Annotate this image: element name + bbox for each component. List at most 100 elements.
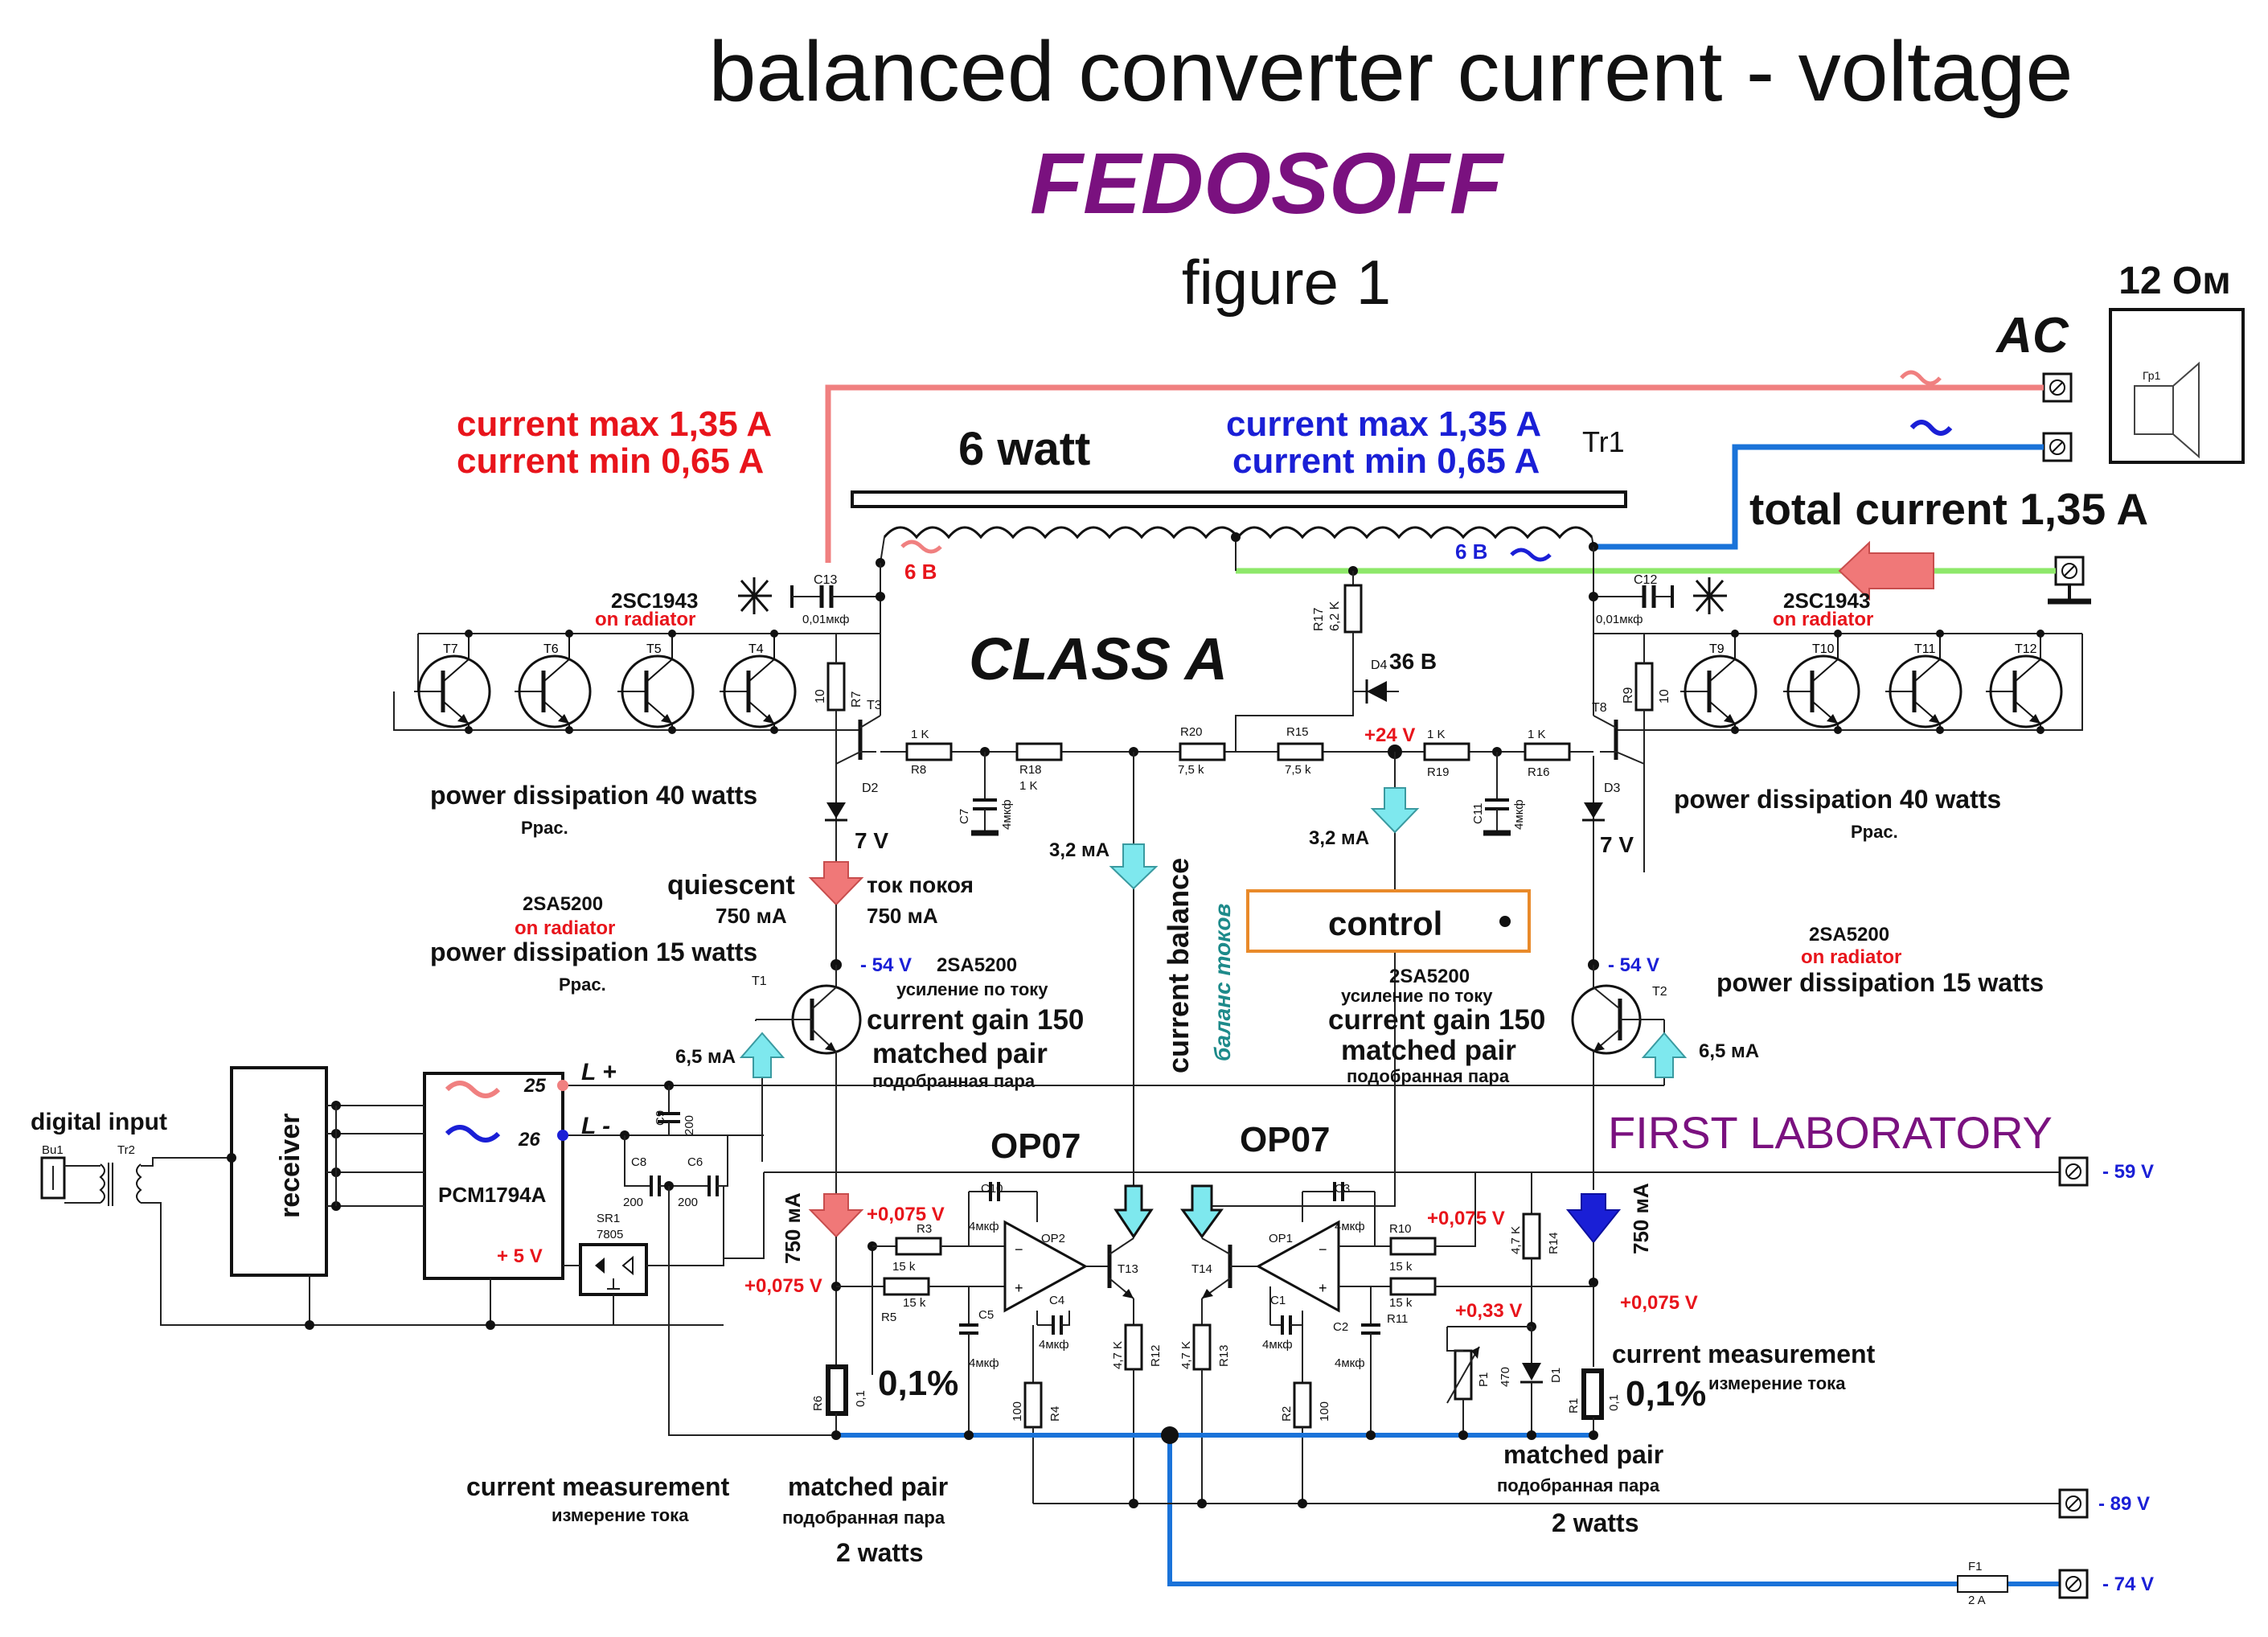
resistor-r8 bbox=[905, 742, 953, 761]
right-measure-pair-ru: подобранная пара bbox=[1497, 1475, 1660, 1495]
speaker-icon bbox=[2134, 361, 2200, 459]
t10-label: T10 bbox=[1812, 642, 1835, 656]
resistor-r1 bbox=[1581, 1368, 1604, 1420]
transformer-ref: Tr1 bbox=[1582, 425, 1625, 458]
class-a-label: CLASS A bbox=[969, 626, 1228, 692]
r4-value: 100 bbox=[1011, 1401, 1024, 1422]
left-dissipation-40: power dissipation 40 watts bbox=[430, 781, 757, 810]
c2-label: C2 bbox=[1333, 1320, 1348, 1334]
ac-output-label: AC bbox=[1995, 308, 2069, 363]
transistor-t10: T10 bbox=[1783, 630, 1860, 734]
resistor-r16 bbox=[1524, 742, 1571, 761]
d1-label: D1 bbox=[1549, 1368, 1563, 1383]
v-minus54-right: - 54 V bbox=[1608, 954, 1659, 976]
c10-value: 4мкф bbox=[969, 1220, 999, 1233]
c7-value: 4мкф bbox=[1000, 799, 1014, 830]
r12-value: 4,7 K bbox=[1111, 1341, 1125, 1369]
t8-label: T8 bbox=[1592, 701, 1607, 715]
bus-node bbox=[1161, 1426, 1179, 1444]
c11-value: 4мкф bbox=[1512, 799, 1526, 830]
pin-26-dot bbox=[557, 1130, 568, 1141]
r6-value: 0,1 bbox=[854, 1390, 867, 1407]
supply-plus24: +24 V bbox=[1364, 724, 1415, 746]
capacitor-c13 bbox=[790, 585, 880, 608]
left-output-type: 2SC1943 bbox=[611, 589, 698, 613]
left-measure-en: current measurement bbox=[466, 1472, 730, 1501]
zener-d3 bbox=[1582, 802, 1605, 822]
terminal-59v bbox=[2058, 1156, 2089, 1187]
resistor-r6 bbox=[826, 1364, 848, 1416]
c1-value: 4мкф bbox=[1262, 1338, 1293, 1352]
current-6-5ma-right: 6,5 мА bbox=[1699, 1040, 1759, 1062]
left-matched-type: 2SA5200 bbox=[937, 954, 1017, 976]
r18-value: 1 K bbox=[1019, 779, 1038, 793]
v-075-c: +0,075 V bbox=[1427, 1208, 1505, 1229]
terminal-ground bbox=[2048, 556, 2091, 605]
zener-d1 bbox=[1520, 1363, 1543, 1384]
control-box bbox=[1246, 889, 1531, 953]
right-dissipation-40-sub: Ррас. bbox=[1851, 822, 1898, 842]
left-measure-ru: измерение тока bbox=[552, 1505, 689, 1525]
r7-value: 10 bbox=[814, 689, 827, 704]
t11-label: T11 bbox=[1914, 642, 1935, 656]
pin-26: 26 bbox=[518, 1129, 540, 1151]
arrow-6-5ma-right bbox=[1641, 1032, 1688, 1078]
right-measure-ru: измерение тока bbox=[1708, 1373, 1846, 1393]
op2-label: OP2 bbox=[1041, 1232, 1065, 1245]
zener-d2 bbox=[825, 802, 847, 822]
r5-value: 15 k bbox=[903, 1296, 926, 1310]
transformer-right-voltage: 6 В bbox=[1455, 540, 1487, 564]
v-033: +0,33 V bbox=[1455, 1300, 1522, 1322]
bu1-label: Bu1 bbox=[42, 1143, 64, 1157]
arrow-t14 bbox=[1180, 1184, 1224, 1239]
arrow-3-2ma-right bbox=[1370, 787, 1420, 834]
current-min-left: current min 0,65 A bbox=[457, 441, 764, 481]
resistor-r4 bbox=[1023, 1381, 1043, 1429]
quiescent-value-left: 750 мА bbox=[716, 904, 787, 928]
d4-label: D4 bbox=[1371, 658, 1388, 672]
left-dissipation-40-sub: Ррас. bbox=[521, 818, 568, 838]
d2-voltage: 7 V bbox=[855, 828, 888, 853]
right-measure-pair: matched pair bbox=[1503, 1440, 1663, 1469]
right-gain-ru: усиление по току bbox=[1341, 986, 1493, 1006]
current-3-2ma-left: 3,2 мА bbox=[1049, 839, 1109, 861]
right-output-note: on radiator bbox=[1773, 609, 1873, 630]
r9-label: R9 bbox=[1622, 687, 1635, 704]
fuse-ref: F1 bbox=[1968, 1560, 1983, 1573]
c11-label: C11 bbox=[1471, 803, 1485, 824]
r20-label: R20 bbox=[1180, 725, 1203, 739]
receiver-block bbox=[230, 1066, 328, 1277]
digital-input-label: digital input bbox=[31, 1109, 167, 1135]
c2-value: 4мкф bbox=[1335, 1356, 1365, 1370]
arrow-750ma-left bbox=[808, 1193, 864, 1238]
resistor-r5 bbox=[883, 1277, 930, 1296]
r7-label: R7 bbox=[850, 691, 863, 708]
dac-tilde-neg bbox=[445, 1125, 501, 1143]
lab-label: FIRST LABORATORY bbox=[1608, 1107, 2053, 1158]
c3-value: 4мкф bbox=[1335, 1220, 1365, 1233]
dac-block bbox=[423, 1072, 564, 1280]
transistor-t1 bbox=[756, 984, 862, 1055]
v-minus54-left: - 54 V bbox=[860, 954, 912, 976]
c9-value: 200 bbox=[683, 1115, 696, 1135]
quiescent-value-right: 750 мА bbox=[867, 904, 938, 928]
r3-label: R3 bbox=[917, 1222, 932, 1236]
l-plus-label: L + bbox=[581, 1059, 617, 1085]
transformer-core bbox=[851, 490, 1627, 508]
arrow-quiescent-left bbox=[808, 861, 864, 906]
resistor-r9 bbox=[1634, 662, 1654, 712]
t4-label: T4 bbox=[748, 642, 764, 656]
t1-label: T1 bbox=[752, 974, 767, 988]
c13-label: C13 bbox=[814, 573, 837, 587]
transistor-t11: T11 bbox=[1885, 630, 1962, 734]
current-750-left: 750 мА bbox=[781, 1192, 805, 1264]
c7-label: C7 bbox=[958, 809, 971, 824]
resistor-r11 bbox=[1389, 1277, 1437, 1296]
current-max-right: current max 1,35 A bbox=[1226, 404, 1541, 444]
v-075-a: +0,075 V bbox=[867, 1204, 945, 1225]
r10-label: R10 bbox=[1389, 1222, 1412, 1236]
t5-label: T5 bbox=[646, 642, 662, 656]
opamp-left-label: OP07 bbox=[990, 1126, 1081, 1166]
left-gain-ru: усиление по току bbox=[896, 979, 1048, 999]
